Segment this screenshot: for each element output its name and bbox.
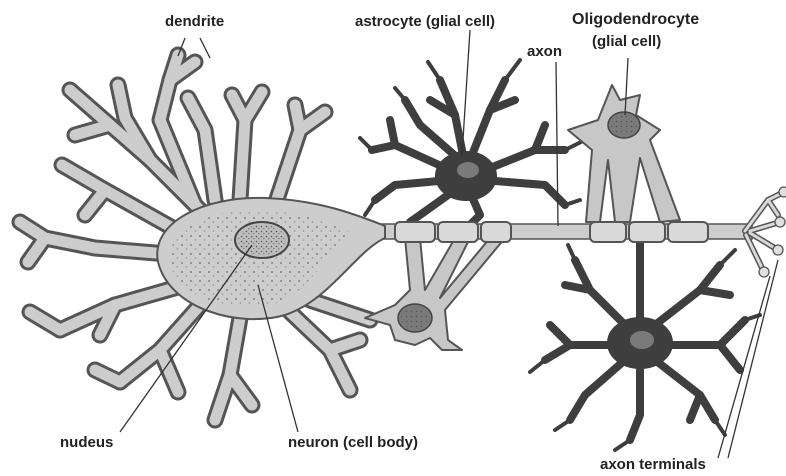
dendrite-label: dendrite [165,13,224,30]
axon-terminal-bouton [779,187,786,197]
cell-body-label: neuron (cell body) [288,434,418,451]
axon-terminal-bouton [773,245,783,255]
oligodendrocyte-sublabel: (glial cell) [592,33,661,50]
oligodendrocyte-cell [568,85,680,222]
axon-label: axon [527,43,562,60]
myelin-segment [668,222,708,242]
myelin-segment [481,222,511,242]
axon-terminal-bouton [759,267,769,277]
astrocyte-cell [360,60,585,225]
nucleus-label: nudeus [60,434,113,451]
leader-line-dendrite [200,38,210,58]
cell-body [157,198,385,319]
astrocyte-label: astrocyte (glial cell) [355,13,495,30]
lower-oligodendrocyte-cell [365,238,505,350]
axon-terminals-label: axon terminals [600,456,706,473]
leader-line-axon-terminals [718,276,770,458]
leader-line-astrocyte [462,30,470,155]
lower-glial-cell [530,240,760,450]
axon-terminal-bouton [775,217,785,227]
myelin-segment [395,222,435,242]
myelin-segment [438,222,478,242]
myelin-segment [629,222,665,242]
oligodendrocyte-label: Oligodendrocyte [572,11,699,28]
myelin-segment [590,222,626,242]
